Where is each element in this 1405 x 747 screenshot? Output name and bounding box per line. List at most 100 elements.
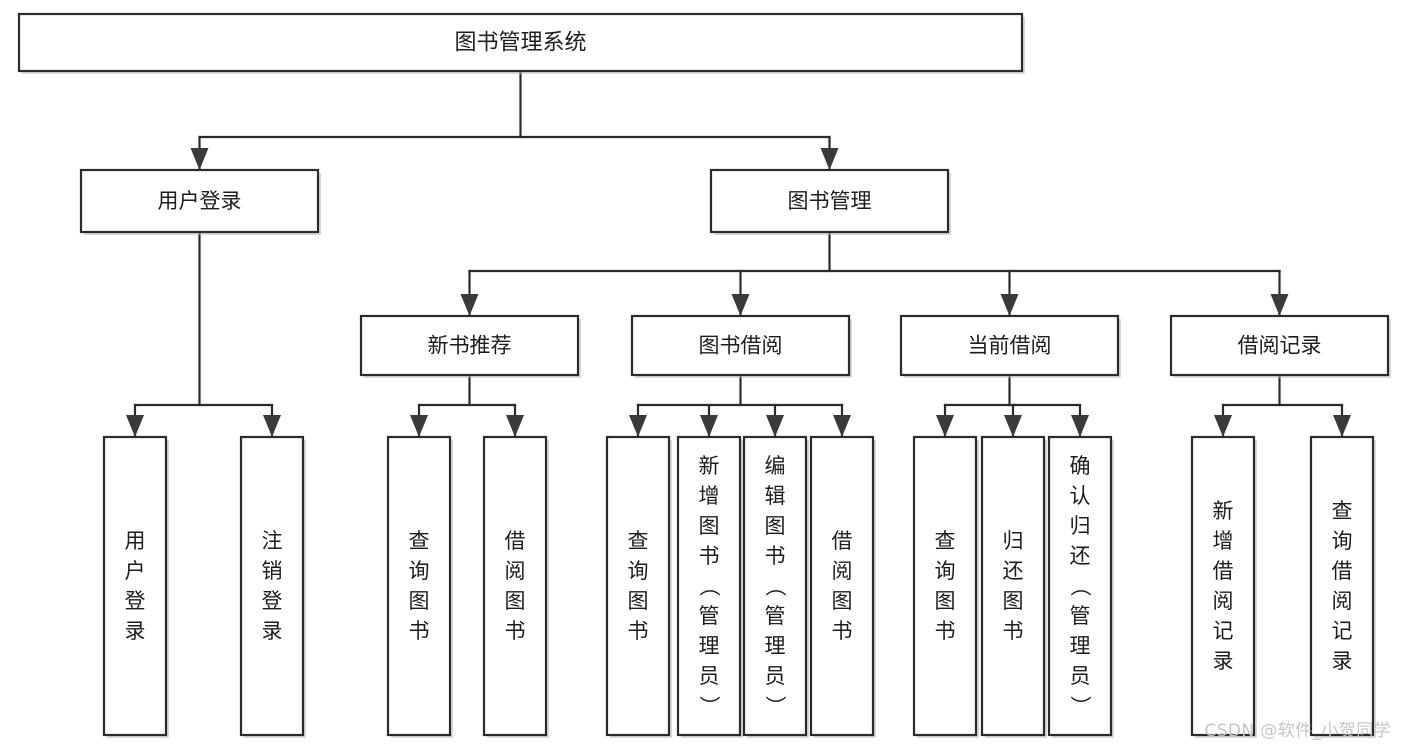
node-rect [1169, 314, 1390, 377]
leaf-label-char: 询 [409, 559, 430, 583]
arrow-head-icon [263, 415, 281, 437]
node-root[interactable]: 图书管理系统 [17, 12, 1025, 74]
leaf-label-char: 录 [125, 619, 146, 643]
leaf-label-char: 归 [1003, 529, 1024, 553]
leaf-label-char: 管 [765, 604, 786, 628]
leaf-label-char: 阅 [832, 559, 853, 583]
arrow-head-icon [1270, 294, 1289, 316]
leaf-label-char: 图 [699, 514, 720, 538]
node-rect [482, 435, 548, 737]
node-current-borrow[interactable]: 当前借阅 [899, 314, 1121, 378]
node-leaf-user-login[interactable]: 用户登录 [102, 435, 169, 738]
leaf-label-char: 员 [699, 664, 720, 688]
leaf-label-char: 书 [832, 619, 853, 643]
leaf-label-char: 查 [1332, 499, 1353, 523]
arrow-head-icon [1071, 415, 1089, 437]
arrow-head-icon [731, 294, 750, 316]
arrow-head-icon [1004, 415, 1022, 437]
node-label: 当前借阅 [968, 334, 1052, 358]
leaf-label-char: 辑 [765, 484, 786, 508]
leaf-label-char: 书 [409, 619, 430, 643]
leaf-label-char: 查 [935, 529, 956, 553]
node-rect [676, 435, 742, 737]
arrow-head-icon [700, 415, 718, 437]
node-rect [980, 435, 1046, 737]
node-book-manage[interactable]: 图书管理 [709, 168, 951, 235]
arrow-head-icon [1333, 415, 1351, 437]
leaf-label-char: 还 [1070, 544, 1091, 568]
node-label: 用户登录 [158, 189, 242, 213]
node-rect [1190, 435, 1256, 737]
leaf-label-char: 认 [1070, 484, 1091, 508]
leaf-label-char: 图 [935, 589, 956, 613]
arrow-head-icon [629, 415, 647, 437]
node-rect [1309, 435, 1375, 737]
leaf-label-char: 书 [935, 619, 956, 643]
leaf-label-char: 销 [262, 559, 283, 583]
leaf-label-char: 还 [1003, 559, 1024, 583]
node-rect [709, 168, 950, 234]
leaf-label-char: 查 [628, 529, 649, 553]
leaf-label-char: 增 [699, 484, 720, 508]
leaf-label-char: （ [1068, 576, 1092, 597]
leaf-label-char: 图 [409, 589, 430, 613]
node-rect [899, 314, 1120, 377]
leaf-label-char: 户 [125, 559, 146, 583]
node-rect [359, 314, 580, 377]
leaf-label-char: 图 [628, 589, 649, 613]
leaf-label-char: ） [763, 696, 787, 717]
leaf-label-char: 阅 [505, 559, 526, 583]
node-rect [102, 435, 168, 737]
leaf-label-char: 书 [765, 544, 786, 568]
node-user-login[interactable]: 用户登录 [79, 168, 321, 235]
node-borrow-record[interactable]: 借阅记录 [1169, 314, 1391, 378]
leaf-label-char: 阅 [1213, 589, 1234, 613]
leaf-label-char: 确 [1070, 454, 1091, 478]
node-rect [79, 168, 320, 234]
node-label: 新书推荐 [428, 334, 512, 358]
leaf-label-char: 借 [832, 529, 853, 553]
node-rect [605, 435, 671, 737]
leaf-label-char: 注 [262, 529, 283, 553]
leaf-label-char: 图 [1003, 589, 1024, 613]
leaf-label-char: 图 [832, 589, 853, 613]
leaf-label-char: 员 [765, 664, 786, 688]
node-book-borrow[interactable]: 图书借阅 [630, 314, 852, 378]
leaf-label-char: ） [697, 696, 721, 717]
leaf-label-char: 图 [765, 514, 786, 538]
node-rect [912, 435, 978, 737]
leaf-label-char: （ [697, 576, 721, 597]
leaf-label-char: 理 [765, 634, 786, 658]
leaf-label-char: 编 [765, 454, 786, 478]
node-new-book-rec[interactable]: 新书推荐 [359, 314, 581, 378]
node-label: 图书管理系统 [454, 31, 586, 56]
leaf-label-char: 书 [505, 619, 526, 643]
leaf-label-char: 新 [699, 454, 720, 478]
leaf-label-char: 理 [1070, 634, 1091, 658]
leaf-label-char: 记 [1332, 619, 1353, 643]
node-rect [239, 435, 305, 737]
leaf-label-char: 询 [935, 559, 956, 583]
arrow-head-icon [460, 294, 479, 316]
leaf-label-char: 录 [1332, 649, 1353, 673]
node-label: 图书借阅 [699, 334, 783, 358]
leaf-label-char: 借 [505, 529, 526, 553]
node-rect [630, 314, 851, 377]
leaf-label-char: 用 [125, 529, 146, 553]
arrow-head-icon [410, 415, 428, 437]
leaf-label-char: 借 [1332, 559, 1353, 583]
leaf-label-char: 管 [1070, 604, 1091, 628]
